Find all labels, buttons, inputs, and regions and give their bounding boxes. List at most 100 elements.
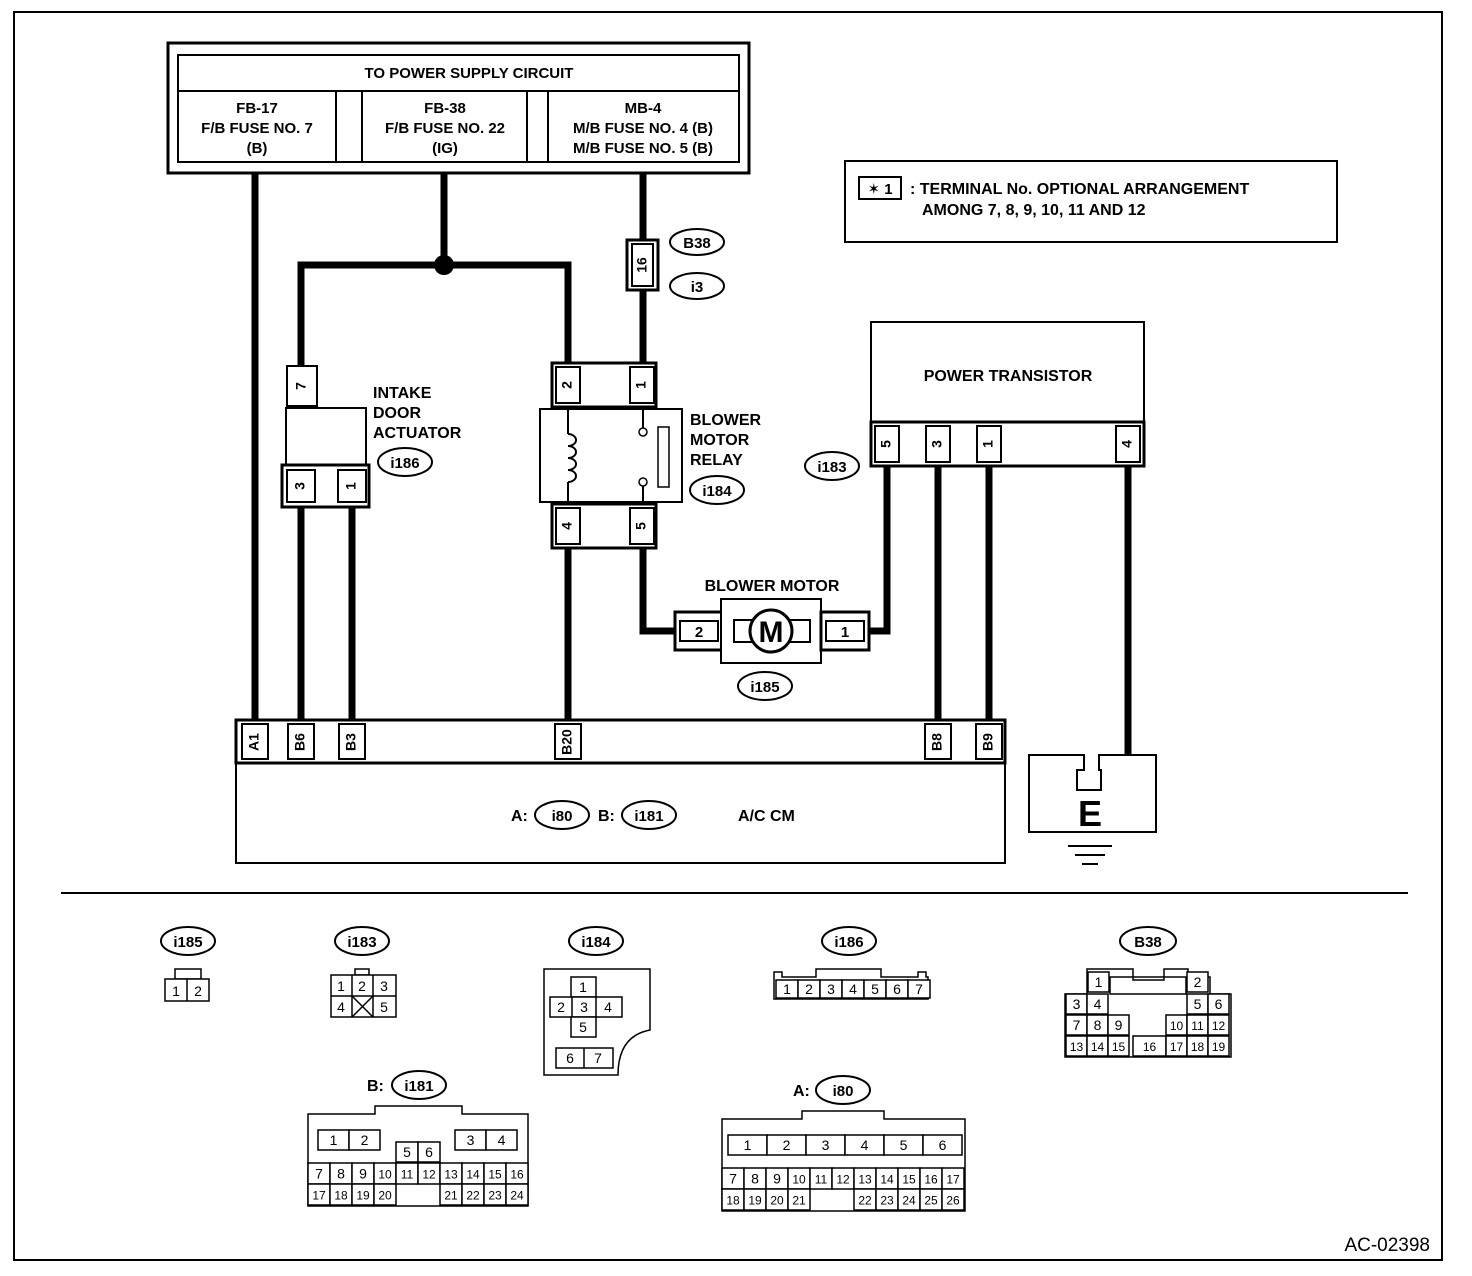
transistor-connector-id: i183	[817, 459, 846, 476]
splice-junction	[434, 255, 454, 275]
b38-cell: 19	[1212, 1040, 1226, 1054]
power-transistor: POWER TRANSISTOR 5 3 1 4 i183	[804, 321, 1146, 481]
i181-cell: 20	[378, 1189, 392, 1203]
i181-cell: 1	[330, 1132, 338, 1148]
b38-cell-box	[1086, 993, 1109, 1015]
relay-coil-icon	[567, 433, 577, 483]
i80-cell: 11	[815, 1173, 828, 1187]
i80-cell: 8	[751, 1171, 759, 1187]
i181-cell: 12	[422, 1168, 436, 1182]
i80-cell: 9	[773, 1171, 781, 1187]
transistor-label: POWER TRANSISTOR	[924, 368, 1093, 385]
fuse-1-line-3: (B)	[247, 140, 268, 157]
i181-cell: 15	[488, 1168, 502, 1182]
i181-prefix: B:	[367, 1078, 384, 1095]
i186-cell: 5	[871, 981, 879, 997]
i181-cell: 5	[403, 1144, 411, 1160]
i186-cell-box	[907, 979, 931, 999]
i80-cell-box	[941, 1188, 965, 1211]
accm-conn-b: i181	[634, 808, 663, 825]
i183-cell: 3	[380, 978, 388, 994]
fuse-3-line-3: M/B FUSE NO. 5 (B)	[573, 140, 713, 157]
b38-label: B38	[1134, 934, 1162, 951]
b38-cell-box	[1207, 993, 1230, 1015]
i181-cell: 19	[356, 1189, 370, 1203]
i80-cell: 26	[946, 1194, 960, 1208]
i184-cell: 2	[557, 999, 565, 1015]
b38-cell: 4	[1094, 996, 1102, 1012]
relay-pin-tr: 1	[633, 381, 649, 389]
b38-cell-box	[1207, 1035, 1230, 1057]
i181-cell: 23	[488, 1189, 502, 1203]
i80-cell: 6	[939, 1137, 947, 1153]
relay-switch-icon	[657, 426, 670, 488]
i184-cell: 5	[579, 1019, 587, 1035]
relay-label-3: RELAY	[690, 452, 743, 469]
i80-cell: 10	[792, 1173, 806, 1187]
i80-cell-box	[787, 1188, 811, 1211]
connector-view-i184: i184 1 2 3 4 5 6 7	[543, 926, 651, 1076]
actuator-label-1: INTAKE	[373, 385, 432, 402]
i80-cell: 15	[902, 1173, 916, 1187]
i181-cell-box	[505, 1183, 529, 1206]
i80-cell-box	[922, 1134, 963, 1156]
wires	[251, 173, 1132, 756]
actuator-pin-top: 7	[293, 382, 309, 390]
relay-label-1: BLOWER	[690, 412, 762, 429]
transistor-pin-3: 1	[980, 440, 996, 448]
i80-cell: 12	[836, 1173, 850, 1187]
i80-cell: 4	[861, 1137, 869, 1153]
power-supply-title: TO POWER SUPPLY CIRCUIT	[365, 65, 574, 82]
relay-contact-top-icon	[638, 427, 648, 437]
inline-label-top: B38	[683, 235, 711, 252]
b38-cell-box	[1107, 1014, 1130, 1036]
accm-pin-4: B20	[559, 729, 575, 755]
b38-cell-box	[1186, 971, 1209, 993]
b38-cell: 11	[1191, 1019, 1204, 1033]
i181-cell: 24	[510, 1189, 524, 1203]
i186-cell: 4	[849, 981, 857, 997]
relay-label-2: MOTOR	[690, 432, 750, 449]
i181-cell: 11	[401, 1168, 414, 1182]
b38-cell-box	[1107, 1035, 1130, 1057]
relay-contact-bottom-icon	[638, 477, 648, 487]
actuator-connector-id: i186	[390, 455, 419, 472]
i80-cell: 19	[748, 1194, 762, 1208]
motor-label: BLOWER MOTOR	[705, 578, 840, 595]
b38-cell-box	[1207, 1014, 1230, 1036]
i181-cell-box	[417, 1141, 441, 1163]
transistor-pin-2: 3	[929, 440, 945, 448]
i183-cell: 1	[337, 978, 345, 994]
actuator-label-2: DOOR	[373, 405, 421, 422]
i80-cell: 24	[902, 1194, 916, 1208]
i80-cell: 1	[744, 1137, 752, 1153]
relay-connector-id: i184	[702, 483, 732, 500]
i181-cell: 3	[467, 1132, 475, 1148]
actuator-label-3: ACTUATOR	[373, 425, 462, 442]
relay-pin-bl: 4	[559, 522, 575, 530]
i184-cell: 1	[579, 979, 587, 995]
motor-pin-left: 2	[695, 624, 703, 641]
b38-cell: 2	[1194, 974, 1202, 990]
i181-cell-box	[373, 1183, 397, 1206]
i181-cell: 21	[444, 1189, 458, 1203]
motor-symbol: M	[759, 616, 784, 649]
transistor-pin-4: 4	[1119, 440, 1135, 448]
i80-cell: 16	[924, 1173, 938, 1187]
i186-cell: 3	[827, 981, 835, 997]
accm-pin-3: B3	[343, 733, 359, 751]
i186-cell: 1	[783, 981, 791, 997]
b38-cell: 13	[1070, 1040, 1084, 1054]
b38-cell: 5	[1194, 996, 1202, 1012]
i181-label: i181	[404, 1078, 433, 1095]
power-supply-block: TO POWER SUPPLY CIRCUIT FB-17 F/B FUSE N…	[166, 41, 751, 175]
i181-cell: 9	[359, 1166, 367, 1182]
b38-cell: 3	[1073, 996, 1081, 1012]
b38-cell: 17	[1170, 1040, 1184, 1054]
connector-view-i185: i185 1 2	[160, 926, 216, 1002]
i183-cell: 5	[380, 999, 388, 1015]
motor-icon	[748, 608, 794, 654]
i181-cell: 6	[425, 1144, 433, 1160]
